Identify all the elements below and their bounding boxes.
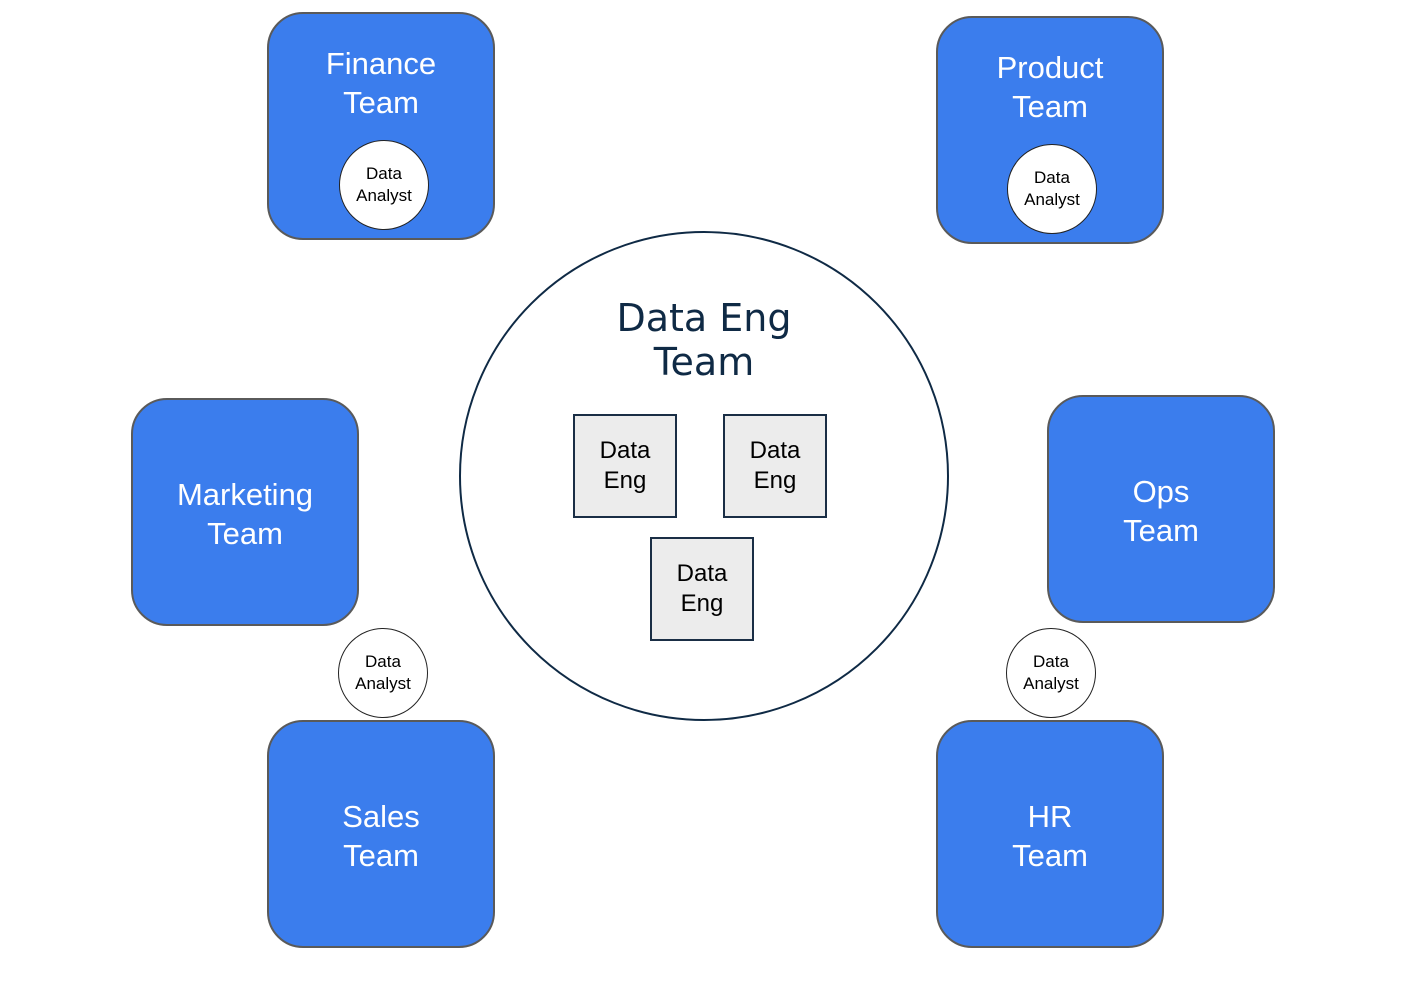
ops-team-label-line2: Team [1123,513,1199,548]
hr-data-analyst: Data Analyst [1006,628,1096,718]
marketing-team-label-line2: Team [207,516,283,551]
engineer-label-line1: Data [676,560,728,587]
engineer-label-line2: Eng [603,467,647,494]
data-engineer-3: Data Eng [650,537,754,641]
hub-title-line1: Data Eng [616,296,792,340]
hub-title-line2: Team [653,340,755,384]
product-team-box: Product Team Data Analyst [936,16,1164,244]
engineer-label-line2: Eng [753,467,797,494]
finance-team-label-line2: Team [343,85,419,120]
analyst-label-line2: Analyst [355,674,411,693]
marketing-team-label-line1: Marketing [176,477,314,512]
sales-team-label-line1: Sales [342,799,420,834]
hub-title: Data Eng Team [461,296,947,384]
hr-team-label-line2: Team [1012,838,1088,873]
ops-team-label-line1: Ops [1132,474,1190,509]
finance-team-label-line1: Finance [325,46,437,81]
analyst-label-line1: Data [365,652,401,671]
analyst-label-line1: Data [1034,168,1070,187]
marketing-team-box: Marketing Team [131,398,359,626]
engineer-label-line1: Data [599,437,651,464]
sales-team-label-line2: Team [343,838,419,873]
analyst-label-line1: Data [1033,652,1069,671]
data-engineer-1: Data Eng [573,414,677,518]
sales-data-analyst: Data Analyst [338,628,428,718]
finance-data-analyst: Data Analyst [339,140,429,230]
product-team-label-line1: Product [996,50,1104,85]
analyst-label-line2: Analyst [1023,674,1079,693]
analyst-label-line1: Data [366,164,402,183]
sales-team-box: Sales Team [267,720,495,948]
product-team-label-line2: Team [1012,89,1088,124]
engineer-label-line2: Eng [680,590,724,617]
product-data-analyst: Data Analyst [1007,144,1097,234]
hr-team-box: HR Team [936,720,1164,948]
finance-team-box: Finance Team Data Analyst [267,12,495,240]
analyst-label-line2: Analyst [356,186,412,205]
engineer-label-line1: Data [749,437,801,464]
analyst-label-line2: Analyst [1024,190,1080,209]
ops-team-box: Ops Team [1047,395,1275,623]
data-engineer-2: Data Eng [723,414,827,518]
hr-team-label-line1: HR [1027,799,1073,834]
data-eng-team-hub: Data Eng Team Data Eng Data Eng Data Eng [459,231,949,721]
